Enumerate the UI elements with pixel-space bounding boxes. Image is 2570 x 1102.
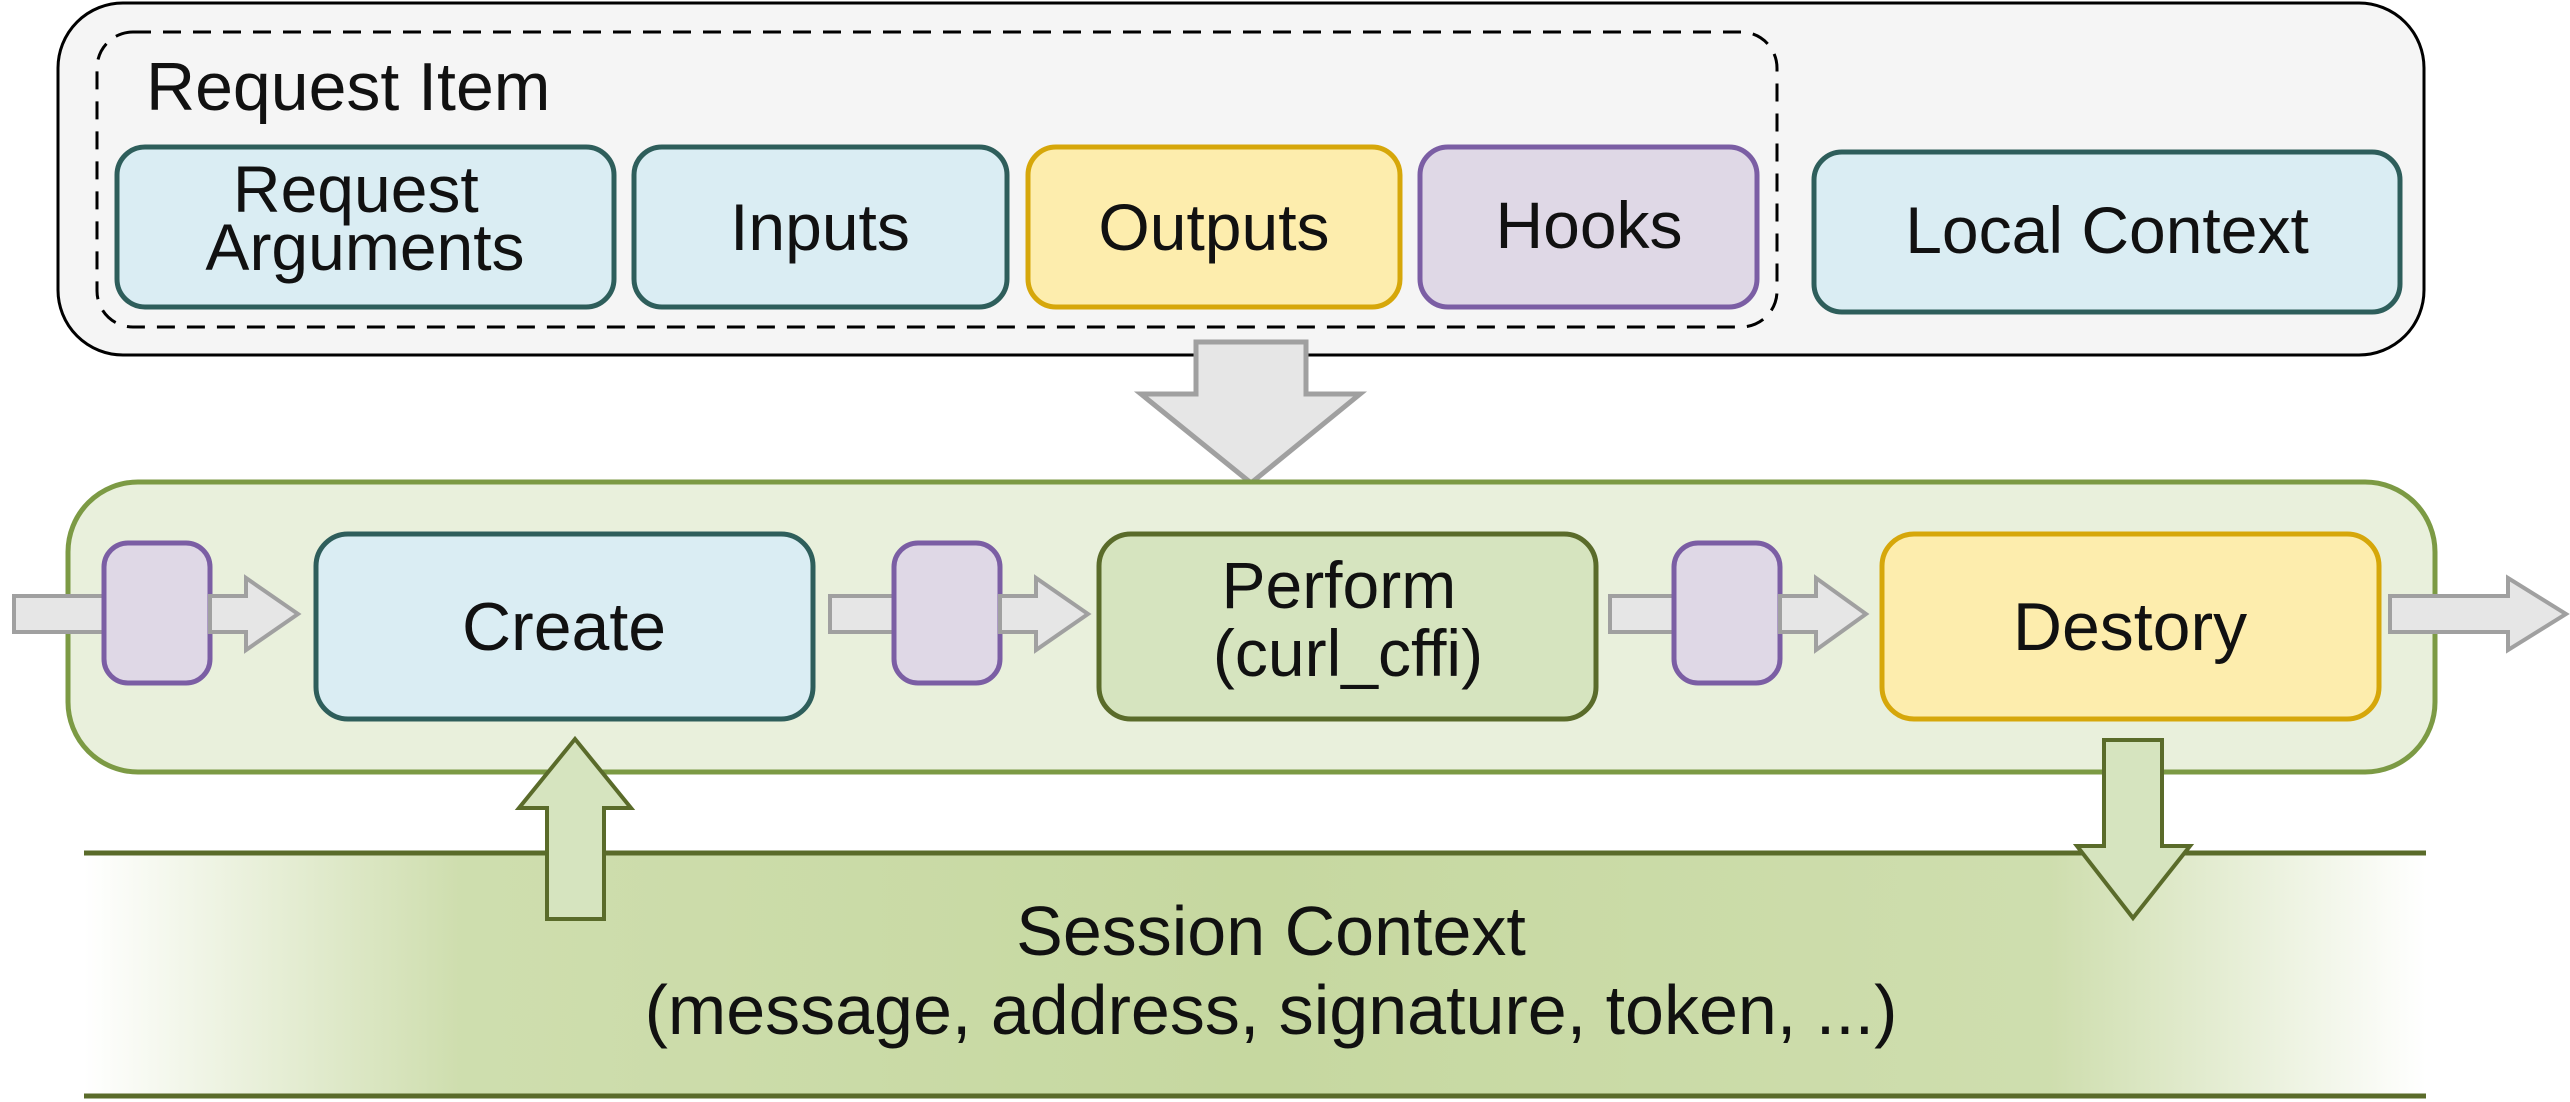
destroy-label: Destory	[2013, 589, 2247, 665]
perform-label: Perform (curl_cffi)	[1213, 548, 1483, 690]
request-arguments-box	[114, 144, 617, 310]
create-label: Create	[462, 589, 666, 665]
up-arrow-icon	[514, 735, 636, 921]
right-arrow-icon	[1608, 594, 1678, 634]
session-context-subtitle: (message, address, signature, token, ...…	[645, 971, 1898, 1049]
perform-box	[1096, 531, 1599, 722]
right-arrow-icon	[1778, 574, 1870, 654]
down-arrow-icon	[2072, 738, 2195, 922]
entry-arrow-icon	[12, 594, 110, 634]
local-context-label: Local Context	[1905, 193, 2309, 267]
inputs-label: Inputs	[730, 190, 910, 264]
right-arrow-icon	[998, 574, 1092, 654]
request-arguments-label: Request Arguments	[205, 152, 524, 284]
hooks-box	[1417, 144, 1760, 310]
hooks-label: Hooks	[1495, 188, 1682, 262]
session-context-title: Session Context	[1016, 892, 1526, 970]
session-context-band	[84, 853, 2426, 1097]
right-arrow-icon	[828, 594, 898, 634]
inputs-box	[631, 144, 1010, 310]
hook-step-1	[101, 540, 213, 686]
destroy-box	[1879, 531, 2382, 722]
hook-step-2	[891, 540, 1003, 686]
outputs-label: Outputs	[1098, 190, 1329, 264]
exit-arrow-icon	[2388, 574, 2570, 654]
down-arrow-icon	[1133, 339, 1368, 487]
right-arrow-icon	[208, 574, 302, 654]
hook-step-3	[1671, 540, 1783, 686]
create-box	[313, 531, 816, 722]
request-item-group	[95, 30, 1779, 329]
local-context-box	[1811, 149, 2403, 315]
request-item-title: Request Item	[146, 49, 550, 125]
outputs-box	[1025, 144, 1403, 310]
